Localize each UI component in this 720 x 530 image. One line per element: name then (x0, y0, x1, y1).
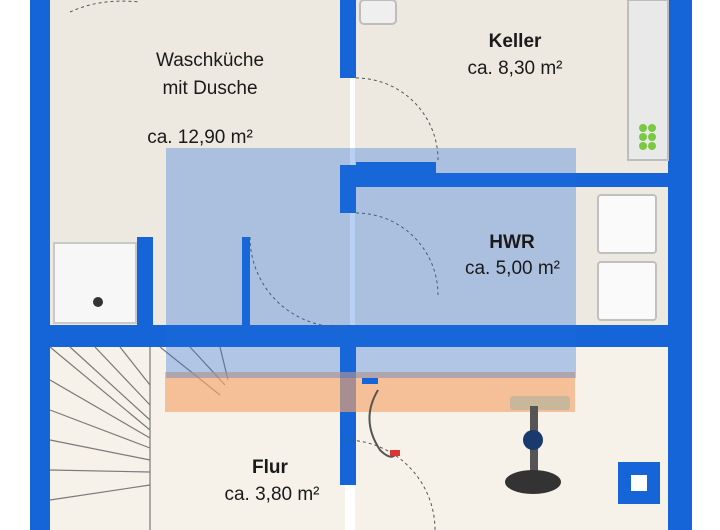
outer-wall-right (668, 0, 692, 530)
wall-horizontal-mid (30, 325, 690, 347)
door-swing-top (69, 0, 141, 13)
wall-stub-hwr (242, 237, 250, 329)
shower-tray (53, 242, 137, 324)
keller-sink (359, 0, 397, 25)
dryer (597, 261, 657, 321)
watermark-logo (166, 148, 576, 378)
waschkueche-name-line2: mit Dusche (162, 78, 258, 99)
waschkueche-name-line1: Waschküche (155, 50, 265, 71)
outer-wall-right-edge (692, 0, 720, 530)
keller-shelf (627, 0, 669, 161)
keller-floor (355, 0, 675, 175)
label-hwr: HWR (489, 232, 535, 253)
area-waschkueche: ca. 12,90 m² (147, 127, 253, 148)
washer (597, 194, 657, 254)
jump-rope (362, 378, 400, 458)
exercise-bike (505, 396, 570, 494)
area-keller: ca. 8,30 m² (467, 58, 563, 79)
outer-wall-left (30, 0, 50, 530)
door-swing-flur (344, 439, 436, 530)
door-swing-wasch (249, 236, 341, 328)
label-waschkueche: Waschküche mit Dusche (130, 50, 290, 100)
staircase (49, 346, 229, 530)
area-hwr: ca. 5,00 m² (464, 258, 561, 279)
window-square-inner (631, 475, 647, 491)
wall-wasch-keller (340, 0, 356, 78)
wall-shower (137, 237, 153, 329)
wall-keller-hwr (340, 173, 680, 187)
wall-keller-hwr-inner (356, 162, 436, 174)
area-flur: ca. 3,80 m² (224, 484, 320, 505)
shower-drain (93, 297, 103, 307)
keller-bottles (639, 124, 656, 150)
label-flur: Flur (252, 457, 288, 478)
label-keller: Keller (488, 31, 542, 52)
